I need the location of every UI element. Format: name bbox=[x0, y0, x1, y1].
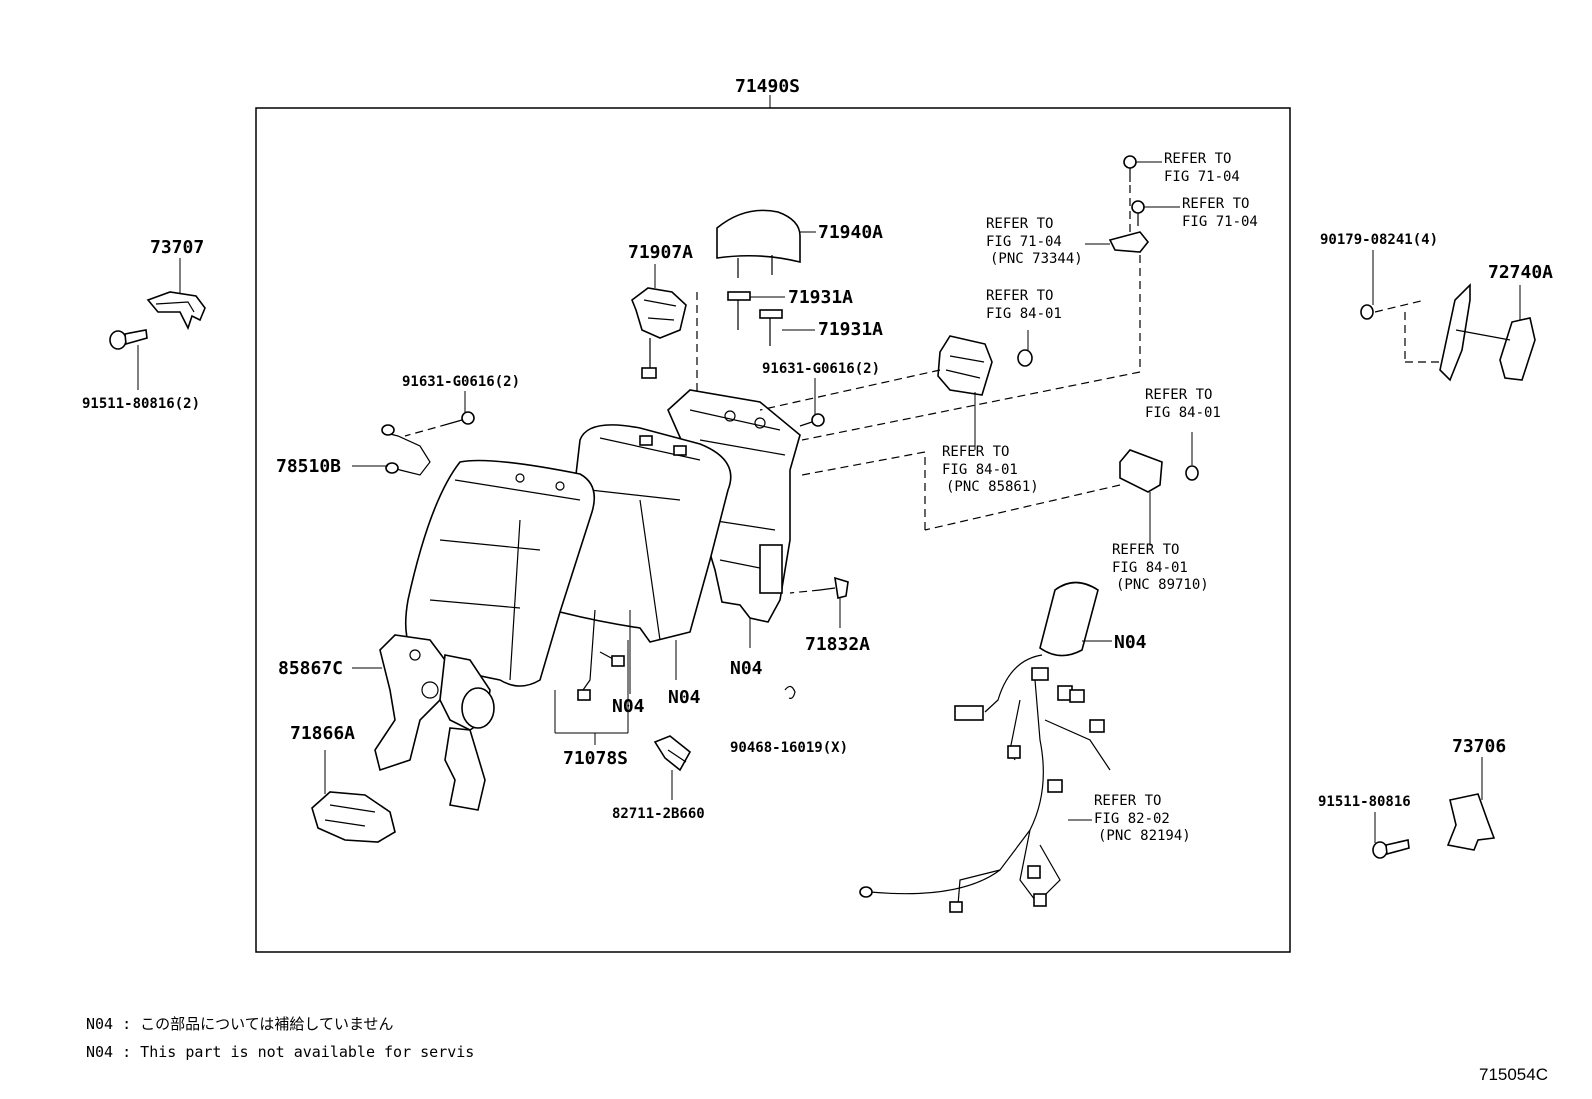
part-label-85867C: 85867C bbox=[278, 658, 343, 679]
part-label-71931A-2: 71931A bbox=[818, 319, 883, 340]
part-label-91631-right: 91631-G0616(2) bbox=[762, 361, 880, 377]
refer-1-line1: REFER TO bbox=[1164, 151, 1231, 167]
part-label-90179: 90179-08241(4) bbox=[1320, 232, 1438, 248]
nut-ref-89710 bbox=[1185, 465, 1199, 481]
part-label-71078S: 71078S bbox=[563, 748, 628, 769]
part-label-73707: 73707 bbox=[150, 237, 204, 258]
refer-7-line3: (PNC 89710) bbox=[1116, 577, 1209, 593]
part-label-71907A: 71907A bbox=[628, 242, 693, 263]
refer-3-line1: REFER TO bbox=[986, 216, 1053, 232]
part-label-78510B: 78510B bbox=[276, 456, 341, 477]
refer-5-line2: FIG 84-01 bbox=[1145, 405, 1221, 421]
n04-label-c: N04 bbox=[730, 658, 763, 679]
bracket-73707 bbox=[146, 291, 206, 331]
headrest-support-71931A-1 bbox=[727, 291, 751, 330]
refer-6-line1: REFER TO bbox=[942, 444, 1009, 460]
screw-91631-left bbox=[447, 411, 475, 425]
n04-label-a: N04 bbox=[612, 696, 645, 717]
part-label-71490S: 71490S bbox=[735, 76, 800, 97]
wire-harness-82194 bbox=[859, 654, 1111, 913]
lock-71907A bbox=[631, 287, 687, 379]
refer-7-line2: FIG 84-01 bbox=[1112, 560, 1188, 576]
nut-ref-84-01 bbox=[1017, 349, 1033, 367]
refer-8-line2: FIG 82-02 bbox=[1094, 811, 1170, 827]
refer-5-line1: REFER TO bbox=[1145, 387, 1212, 403]
part-label-71931A-1: 71931A bbox=[788, 287, 853, 308]
part-label-72740A: 72740A bbox=[1488, 262, 1553, 283]
mechanism-85867C bbox=[374, 634, 495, 811]
bracket-73706 bbox=[1446, 793, 1496, 851]
refer-4-line2: FIG 84-01 bbox=[986, 306, 1062, 322]
bracket-73344 bbox=[1108, 231, 1150, 253]
screw-ref-1 bbox=[1123, 155, 1137, 182]
part-label-91511-80816-2: 91511-80816(2) bbox=[82, 396, 200, 412]
refer-8-line1: REFER TO bbox=[1094, 793, 1161, 809]
airbag-module-85861 bbox=[937, 335, 993, 396]
bolt-91511-80816-b bbox=[1372, 839, 1410, 859]
refer-7-line1: REFER TO bbox=[1112, 542, 1179, 558]
refer-2-line1: REFER TO bbox=[1182, 196, 1249, 212]
screw-ref-2 bbox=[1131, 200, 1145, 226]
figure-number: 715054C bbox=[1478, 1065, 1548, 1084]
n04-label-d: N04 bbox=[1114, 632, 1147, 653]
side-airbag-n04 bbox=[1039, 581, 1099, 657]
refer-1-line2: FIG 71-04 bbox=[1164, 169, 1240, 185]
assembly-frame bbox=[255, 107, 1291, 953]
headrest-support-71931A-2 bbox=[759, 309, 783, 346]
part-label-91511-80816: 91511-80816 bbox=[1318, 794, 1411, 810]
refer-8-line3: (PNC 82194) bbox=[1098, 828, 1191, 844]
hinge-72740A bbox=[1404, 283, 1536, 382]
screw-91631-right bbox=[799, 413, 825, 427]
clip-90468 bbox=[784, 685, 796, 699]
note-english: N04 : This part is not available for ser… bbox=[86, 1043, 475, 1061]
clip-71832A bbox=[819, 576, 849, 599]
refer-3-line3: (PNC 73344) bbox=[990, 251, 1083, 267]
part-label-71832A: 71832A bbox=[805, 634, 870, 655]
refer-3-line2: FIG 71-04 bbox=[986, 234, 1062, 250]
nut-90179 bbox=[1360, 304, 1374, 320]
headrest-71940A bbox=[716, 209, 801, 264]
n04-label-b: N04 bbox=[668, 687, 701, 708]
refer-2-line2: FIG 71-04 bbox=[1182, 214, 1258, 230]
part-label-73706: 73706 bbox=[1452, 736, 1506, 757]
refer-4-line1: REFER TO bbox=[986, 288, 1053, 304]
sensor-71866A bbox=[311, 791, 396, 843]
part-label-90468: 90468-16019(X) bbox=[730, 740, 848, 756]
refer-6-line2: FIG 84-01 bbox=[942, 462, 1018, 478]
clamp-82711 bbox=[653, 735, 692, 772]
sensor-89710 bbox=[1119, 449, 1163, 493]
part-label-91631-left: 91631-G0616(2) bbox=[402, 374, 520, 390]
cable-78510B bbox=[381, 424, 431, 476]
refer-6-line3: (PNC 85861) bbox=[946, 479, 1039, 495]
part-label-82711: 82711-2B660 bbox=[612, 806, 705, 822]
note-japanese: N04 : この部品については補給していません bbox=[86, 1015, 394, 1033]
part-label-71866A: 71866A bbox=[290, 723, 355, 744]
part-label-71940A: 71940A bbox=[818, 222, 883, 243]
bolt-91511-80816 bbox=[109, 329, 148, 350]
